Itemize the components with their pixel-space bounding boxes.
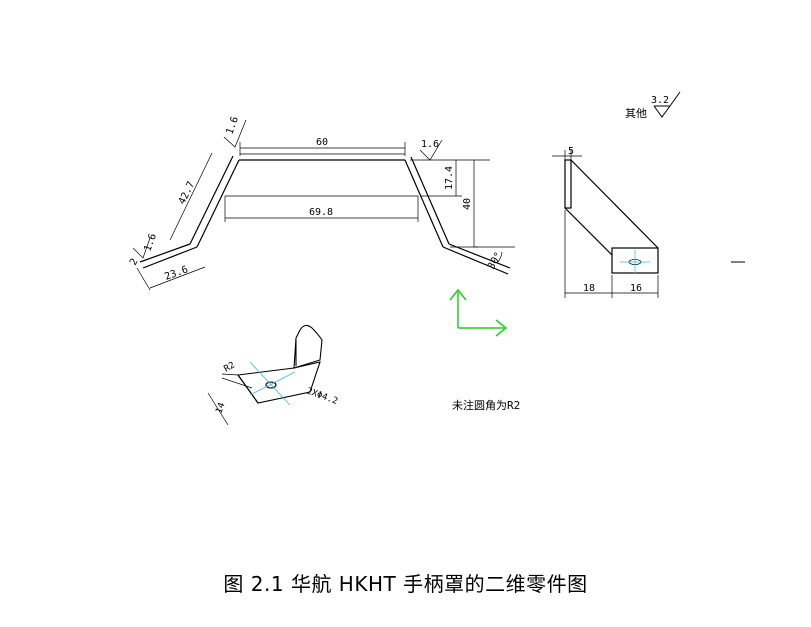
- detail-view: [207, 324, 323, 426]
- roughness-general-label: 其他: [625, 107, 647, 120]
- dim-hole-offset: 14: [214, 401, 227, 415]
- front-dimensions: [132, 119, 515, 291]
- detail-texts: R2 14 2XΦ4.2: [214, 361, 339, 416]
- dim-side-thickness: 5: [568, 146, 574, 157]
- dim-base-length: 23.6: [163, 264, 189, 283]
- roughness-mark-1: 1.6: [224, 115, 241, 136]
- dim-hole-spec: 2XΦ4.2: [305, 386, 339, 407]
- dim-slant-length: 42.7: [177, 180, 197, 206]
- side-dimension-texts: 5 18 16: [568, 146, 642, 294]
- dim-top-width: 60: [316, 137, 328, 148]
- roughness-mark-2: 1.6: [421, 139, 439, 150]
- dim-base-thickness: 2: [128, 257, 141, 268]
- dim-hole-radius: R2: [223, 361, 237, 375]
- front-view: [139, 153, 511, 275]
- dim-side-depth: 18: [583, 283, 595, 294]
- ucs-axes: [449, 288, 508, 337]
- roughness-general: 其他 3.2: [625, 91, 681, 120]
- roughness-general-symbol: [653, 91, 681, 118]
- dim-flange-offset: 17.4: [444, 166, 455, 190]
- front-dimension-texts: 60 69.8 17.4 40 42.7 23.6 2 30° 1.6 1.6 …: [128, 115, 505, 283]
- side-dimensions: [552, 150, 659, 298]
- fillet-note: 未注圆角为R2: [452, 398, 520, 412]
- roughness-mark-3: 1.6: [142, 232, 159, 253]
- dim-side-width: 16: [630, 283, 642, 294]
- dim-inner-width: 69.8: [309, 207, 333, 218]
- roughness-general-value: 3.2: [651, 95, 669, 106]
- side-view: [564, 159, 659, 274]
- dim-height: 40: [462, 198, 473, 210]
- figure-caption: 图 2.1 华航 HKHT 手柄罩的二维零件图: [223, 572, 588, 596]
